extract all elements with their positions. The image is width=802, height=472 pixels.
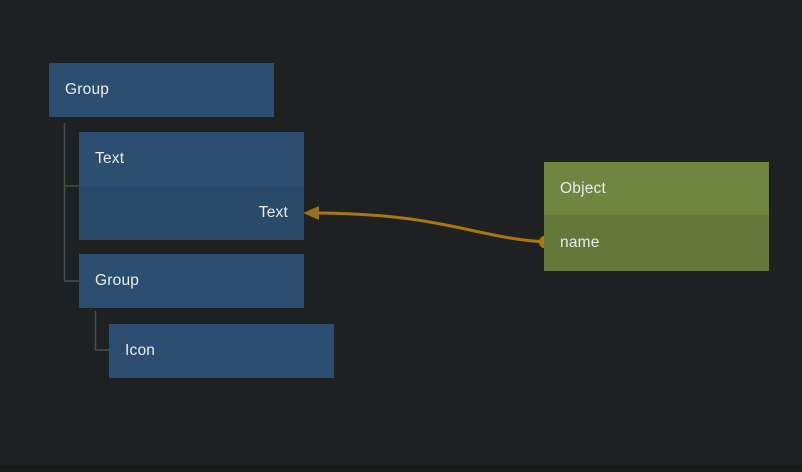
object-property-port-name[interactable]: name [544,215,769,271]
node-title: Text [95,150,125,167]
node-title: Object [560,179,606,197]
node-title: Group [95,272,140,289]
node-header[interactable]: Group [49,63,274,117]
layer-node-text[interactable]: Text Text [79,132,304,240]
property-label: name [560,234,600,251]
layer-node-icon[interactable]: Icon [109,324,334,378]
node-header[interactable]: Text [79,132,304,186]
node-title: Icon [125,342,156,359]
layer-node-group-1[interactable]: Group [49,63,274,117]
object-node[interactable]: Object name [544,162,769,271]
layer-node-group-2[interactable]: Group [79,254,304,308]
node-header[interactable]: Object [544,162,769,215]
node-title: Group [65,81,110,98]
property-label: Text [258,204,288,221]
binding-arrowhead-icon [303,206,319,220]
scrollbar-horizontal-track[interactable] [0,465,802,472]
binding-wire[interactable] [317,211,547,244]
node-header[interactable]: Group [79,254,304,308]
tree-connector-line [94,311,109,351]
node-property-port-text[interactable]: Text [79,186,304,240]
tree-connector-line [63,123,79,282]
node-header[interactable]: Icon [109,324,334,378]
